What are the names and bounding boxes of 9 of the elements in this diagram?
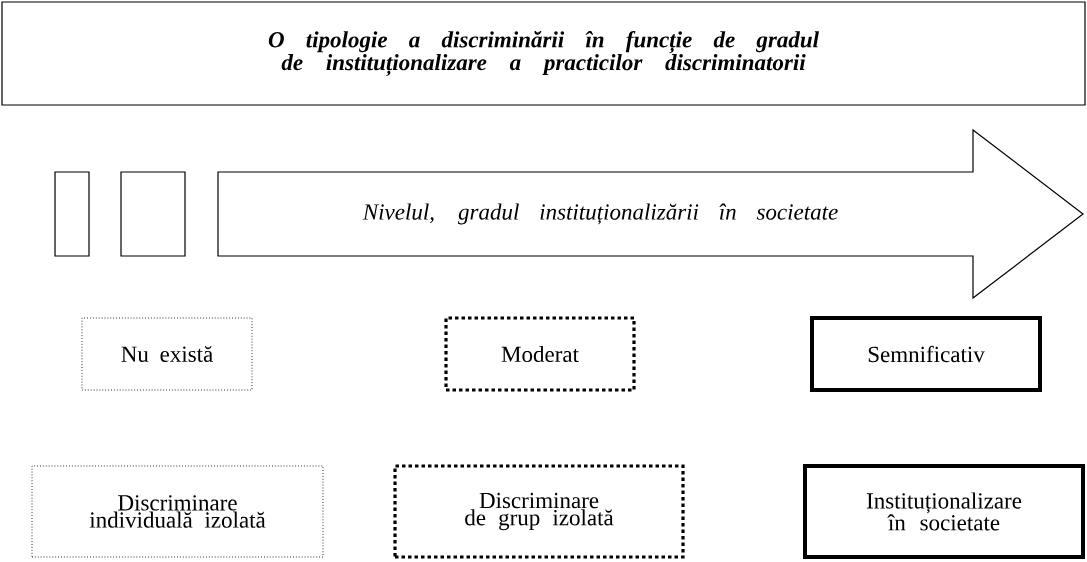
empty-box: [120, 171, 186, 257]
type-box: Instituționalizare în societate: [803, 464, 1085, 559]
empty-box: [54, 171, 90, 257]
level-box: Moderat: [444, 316, 636, 392]
level-box: Nu există: [81, 317, 253, 391]
level-box: Semnificativ: [810, 316, 1042, 392]
type-box: Discriminare individuală izolată: [31, 465, 324, 558]
type-box: Discriminare de grup izolată: [393, 464, 685, 559]
title-box: O tipologie a discriminării în funcție de gradul de instituționalizare a practicilor discriminatorii: [1, 1, 1086, 106]
